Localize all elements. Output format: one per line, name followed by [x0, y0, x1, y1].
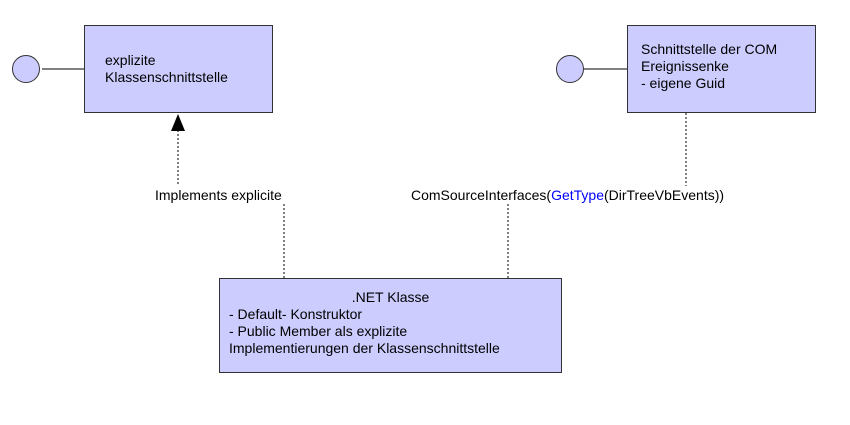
com-event-interface-line-1: Schnittstelle der COM [641, 41, 778, 57]
net-class-line-1: - Default- Konstruktor [229, 306, 363, 322]
net-class-line-2: - Public Member als explizite [229, 323, 408, 339]
explicit-interface-box: explizite Klassenschnittstelle [84, 25, 273, 113]
com-source-keyword: GetType [551, 187, 604, 203]
explicit-interface-line-1: explizite [105, 52, 156, 68]
com-source-interfaces-label: ComSourceInterfaces(GetType(DirTreeVbEve… [411, 187, 724, 203]
right-interface-lollipop [556, 55, 584, 83]
net-class-box: .NET Klasse - Default- Konstruktor - Pub… [219, 278, 562, 373]
left-interface-lollipop [12, 55, 40, 83]
com-source-prefix: ComSourceInterfaces( [411, 187, 552, 203]
net-class-title: .NET Klasse [351, 289, 430, 305]
com-source-suffix: (DirTreeVbEvents)) [603, 187, 725, 203]
com-event-interface-line-2: Ereignissenke [641, 58, 729, 74]
implements-arrowhead [171, 114, 185, 131]
com-event-interface-box: Schnittstelle der COM Ereignissenke - ei… [627, 25, 816, 113]
explicit-interface-line-2: Klassenschnittstelle [105, 69, 228, 85]
com-event-interface-line-3: - eigene Guid [641, 75, 726, 91]
implements-label: Implements explicite [155, 187, 282, 203]
net-class-line-3: Implementierungen der Klassenschnittstel… [229, 340, 500, 356]
